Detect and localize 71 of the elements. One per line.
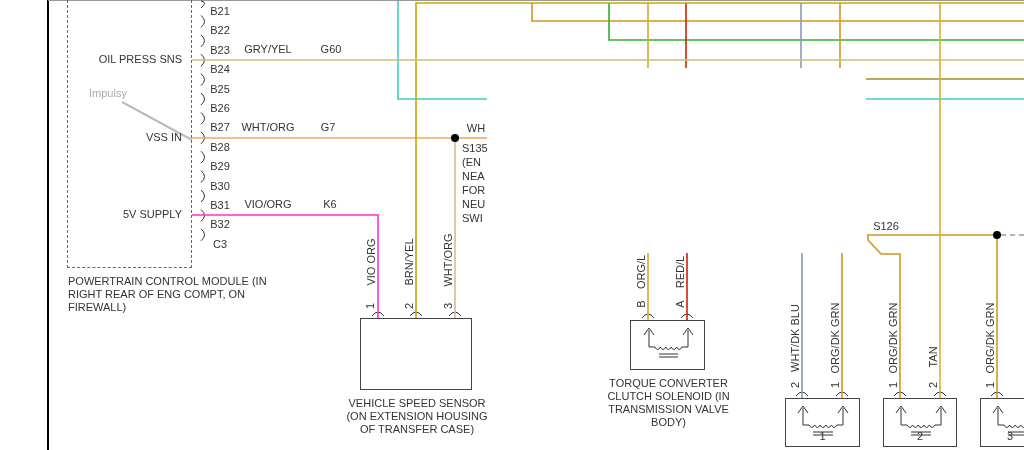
solenoid-box (980, 398, 1024, 447)
pin-function-label: VSS IN (145, 131, 182, 144)
splice-dot (993, 231, 1001, 239)
wire-color-label: ORG/DK GRN (887, 302, 899, 374)
pin-number: 3 (442, 302, 454, 310)
solenoid-box (785, 398, 860, 447)
splice-label: S135 (EN NEA FOR NEU SWI (462, 141, 488, 225)
wire-color-label: BRN/YEL (403, 238, 415, 286)
annotation-text: Impulsy (89, 87, 127, 100)
wire-color-label: VIO ORG (365, 238, 377, 286)
pin-number: 2 (789, 381, 801, 389)
wire (841, 252, 843, 399)
pin-number: 2 (927, 381, 939, 389)
circuit-number: K6 (323, 198, 337, 210)
solenoid-number: 2 (917, 430, 924, 443)
pin-name: B26 (210, 102, 230, 114)
wire-color-label: ORG/DK GRN (984, 302, 996, 374)
pin-number: 1 (829, 381, 841, 389)
circuit-number: G60 (320, 43, 342, 55)
splice-label: S126 (873, 220, 899, 232)
wire-color-label: WHT/ORG (241, 121, 295, 133)
edge-label: ORG/L (635, 254, 647, 290)
wire (939, 2, 941, 399)
wire (996, 238, 998, 399)
pin-letter: A (674, 300, 686, 308)
pin-letter: B (635, 300, 647, 308)
solenoid-number: 3 (1007, 430, 1014, 443)
pin-name: B24 (210, 63, 230, 76)
component-caption: TORQUE CONVERTER CLUTCH SOLENOID (IN TRANSMISSION VALVE BODY) (606, 377, 731, 429)
circuit-number: G7 (320, 121, 336, 133)
pin-name: B23 (210, 43, 230, 56)
pin-name: B31 (210, 199, 230, 211)
edge-label: RED/L (674, 255, 686, 289)
pin-number: 1 (984, 381, 996, 389)
wire-color-label: GRY/YEL (244, 43, 292, 55)
pin-number: 2 (403, 302, 415, 310)
pin-number: 1 (364, 302, 376, 310)
wire (1000, 234, 1024, 236)
wire (801, 252, 803, 399)
wire (191, 59, 1024, 61)
wire-color-label: TAN (927, 346, 939, 368)
component-caption: POWERTRAIN CONTROL MODULE (IN RIGHT REAR OF ENG COMPT, ON FIREWALL) (68, 275, 268, 314)
wire-color-label: VIO/ORG (244, 198, 292, 210)
wire (686, 252, 688, 321)
wire-color-label: WHT/DK BLU (789, 304, 801, 372)
solenoid-number: 1 (819, 430, 826, 443)
pin-function-label: 5V SUPPLY (122, 208, 182, 221)
wire (415, 2, 1024, 319)
solenoid-box (883, 398, 957, 447)
pin-name: B32 (210, 218, 230, 231)
pin-name: B28 (210, 140, 230, 153)
wire (454, 141, 456, 319)
pin-name: B30 (210, 179, 230, 192)
leader-line (121, 101, 193, 141)
wire (458, 137, 488, 139)
pin-name: B22 (210, 24, 230, 37)
wire (191, 137, 452, 139)
wire-color-label: ORG/DK GRN (829, 302, 841, 374)
wire (647, 252, 649, 321)
wire-color-label: WHT/ORG (442, 233, 454, 287)
pin-function-label: OIL PRESS SNS (98, 53, 182, 66)
wire (867, 234, 994, 399)
pin-number: 1 (887, 381, 899, 389)
component-caption: VEHICLE SPEED SENSOR (ON EXTENSION HOUSING OF TRANSFER CASE) (345, 397, 489, 436)
wire (191, 214, 379, 319)
pin-name: C3 (212, 237, 228, 250)
pin-name: B25 (210, 82, 230, 95)
pin-name: B21 (210, 5, 230, 17)
edge-label: WH (466, 122, 486, 134)
pin-name: B29 (210, 160, 230, 173)
pin-name: B27 (210, 121, 230, 134)
